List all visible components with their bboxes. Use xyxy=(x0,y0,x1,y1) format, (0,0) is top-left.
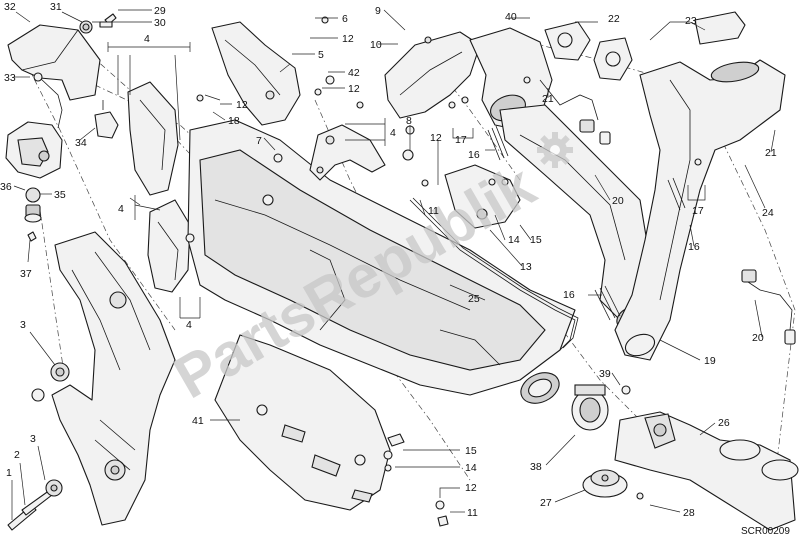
callout-12-c: 12 xyxy=(236,99,248,111)
callout-30: 30 xyxy=(154,17,166,29)
callout-11-b: 11 xyxy=(467,507,478,519)
bracket-13 xyxy=(444,164,521,229)
callout-32: 32 xyxy=(4,1,16,13)
heat-shield-10 xyxy=(384,31,481,119)
callout-37: 37 xyxy=(20,268,32,280)
heat-shield-41 xyxy=(214,334,391,511)
actuator-27 xyxy=(582,469,628,498)
callout-16-c: 16 xyxy=(563,289,575,301)
misc-hardware xyxy=(185,16,702,500)
frame-bolts xyxy=(7,388,63,531)
callout-35: 35 xyxy=(54,189,66,201)
callout-42: 42 xyxy=(348,67,360,79)
callout-10: 10 xyxy=(370,39,382,51)
callout-16-b: 16 xyxy=(688,241,700,253)
heat-shield-upper-4 xyxy=(127,81,179,196)
callout-17-a: 17 xyxy=(455,134,467,146)
drawing-code: SCR00209 xyxy=(741,526,790,537)
callout-38: 38 xyxy=(530,461,542,473)
callout-7: 7 xyxy=(256,135,262,147)
heat-shield-cover-32 xyxy=(7,24,101,129)
callout-29: 29 xyxy=(154,5,166,17)
callout-4-right: 4 xyxy=(390,127,396,139)
callout-25: 25 xyxy=(468,293,480,305)
callout-4-mid: 4 xyxy=(118,203,124,215)
springs xyxy=(487,125,686,321)
flap-actuator-34 xyxy=(5,100,119,179)
heat-shield-5 xyxy=(211,21,301,126)
clamp-38 xyxy=(571,384,609,431)
callout-20-a: 20 xyxy=(612,195,624,207)
callout-28: 28 xyxy=(683,507,695,519)
callout-12-a: 12 xyxy=(342,33,354,45)
callout-26: 26 xyxy=(718,417,730,429)
callout-19: 19 xyxy=(704,355,716,367)
callout-4-lower: 4 xyxy=(186,319,192,331)
callout-labels: 32 31 29 30 4 33 34 36 35 37 3 3 2 1 6 1… xyxy=(0,1,777,519)
callout-16-a: 16 xyxy=(468,149,480,161)
callout-31: 31 xyxy=(50,1,62,13)
callout-40: 40 xyxy=(505,11,517,23)
callout-22: 22 xyxy=(608,13,620,25)
silencer-main-body xyxy=(187,119,576,404)
callout-12-d: 12 xyxy=(430,132,442,144)
callout-12-e: 12 xyxy=(465,482,477,494)
exhaust-pipe-24 xyxy=(614,59,786,361)
callout-21-a: 21 xyxy=(542,93,554,105)
bracket-silencer xyxy=(309,124,386,181)
callout-15-b: 15 xyxy=(465,445,477,457)
callout-21-b: 21 xyxy=(765,147,777,159)
cable-25 xyxy=(409,197,579,351)
callout-39: 39 xyxy=(599,368,611,380)
callout-41: 41 xyxy=(192,415,204,427)
callout-5: 5 xyxy=(318,49,324,61)
callout-20-b: 20 xyxy=(752,332,764,344)
heat-shield-lower-4 xyxy=(147,199,191,293)
leader-lines xyxy=(11,9,776,520)
callout-33: 33 xyxy=(4,72,16,84)
callout-2: 2 xyxy=(14,449,20,461)
callout-34: 34 xyxy=(75,137,87,149)
callout-1: 1 xyxy=(6,467,12,479)
o2-sensor-21 xyxy=(539,79,611,145)
o2-sensor-20 xyxy=(741,269,796,345)
callout-27: 27 xyxy=(540,497,552,509)
callout-13: 13 xyxy=(520,261,532,273)
callout-36: 36 xyxy=(0,181,12,193)
callout-9: 9 xyxy=(375,5,381,17)
callout-14-a: 14 xyxy=(508,234,520,246)
callout-8: 8 xyxy=(406,115,412,127)
hardware-lower-center xyxy=(383,433,449,527)
callout-23: 23 xyxy=(685,15,697,27)
callout-18: 18 xyxy=(228,115,240,127)
callout-6: 6 xyxy=(342,13,348,25)
callout-12-b: 12 xyxy=(348,83,360,95)
callout-14-b: 14 xyxy=(465,462,477,474)
callout-3-lower: 3 xyxy=(30,433,36,445)
callout-17-b: 17 xyxy=(692,205,704,217)
valve-body-26 xyxy=(614,411,799,531)
callout-15-a: 15 xyxy=(530,234,542,246)
callout-11-a: 11 xyxy=(428,205,439,217)
watermark-gear-icon xyxy=(537,132,573,168)
footpeg-bracket-frame xyxy=(50,231,176,526)
callout-3-upper: 3 xyxy=(20,319,26,331)
small-hardware-left xyxy=(24,13,117,242)
gasket-flange-right xyxy=(593,11,746,81)
callout-24: 24 xyxy=(762,207,774,219)
callout-4-upper: 4 xyxy=(144,33,150,45)
